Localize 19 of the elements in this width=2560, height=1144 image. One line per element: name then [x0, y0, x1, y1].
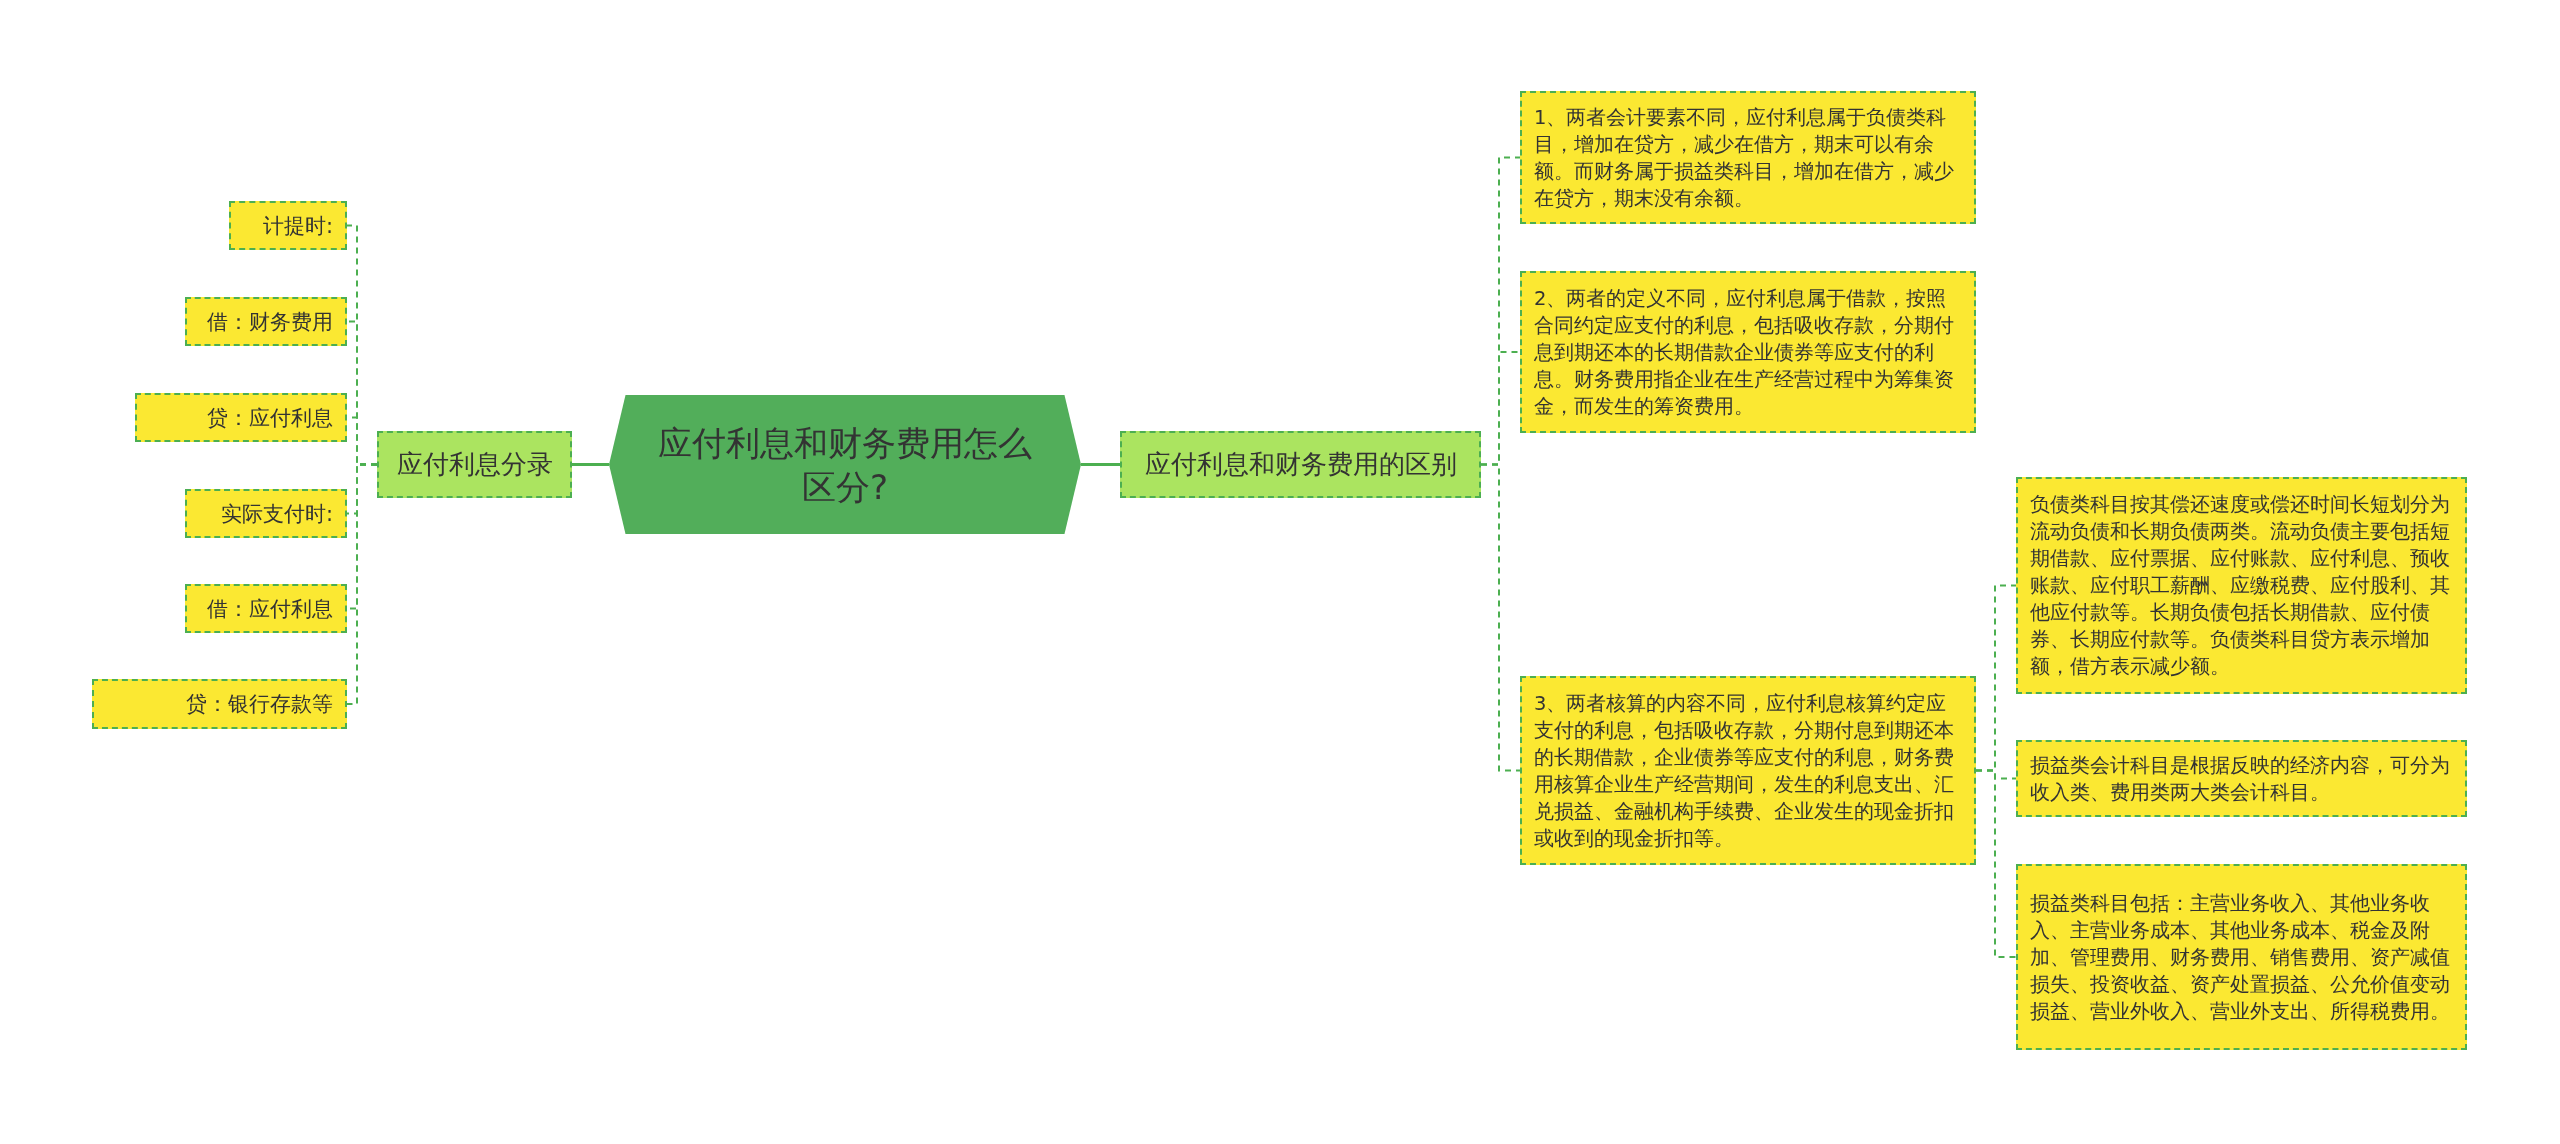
- entry-box: 计提时:: [229, 201, 347, 250]
- topic-box: 应付利息和财务费用的区别: [1120, 431, 1481, 498]
- text-box: 损益类会计科目是根据反映的经济内容，可分为收入类、费用类两大类会计科目。: [2016, 740, 2467, 817]
- connector-line: [1480, 463, 1521, 772]
- entry-box: 借：财务费用: [185, 297, 347, 346]
- connector-line: [572, 463, 609, 466]
- text-box: 负债类科目按其偿还速度或偿还时间长短划分为流动负债和长期负债两类。流动负债主要包括短期借款、应付票据、应付账款、应付利息、预收账款、应付职工薪酬、应缴税费、应付股利、其他应付款等。长期负债包括长期借款、应付债券、长期应付款等。负债类科目贷方表示增加额，借方表示减少额。: [2016, 477, 2467, 694]
- connector-line: [1081, 463, 1120, 466]
- topic-box: 应付利息分录: [377, 431, 572, 498]
- text-box: 3、两者核算的内容不同，应付利息核算约定应支付的利息，包括吸收存款，分期付息到期还本的长期借款，企业债券等应支付的利息，财务费用核算企业生产经营期间，发生的利息支出、汇兑损益、金融机构手续费、企业发生的现金折扣或收到的现金折扣等。: [1520, 676, 1976, 865]
- connector-line: [346, 463, 378, 705]
- text-box: 损益类科目包括：主营业务收入、其他业务收入、主营业务成本、其他业务成本、税金及附加、管理费用、财务费用、销售费用、资产减值损失、投资收益、资产处置损益、公允价值变动损益、营业外收入、营业外支出、所得税费用。: [2016, 864, 2467, 1050]
- connector-line: [1975, 769, 2017, 958]
- entry-box: 贷：银行存款等: [92, 679, 347, 729]
- entry-box: 贷：应付利息: [135, 393, 347, 442]
- text-box: 2、两者的定义不同，应付利息属于借款，按照合同约定应支付的利息，包括吸收存款，分期付息到期还本的长期借款企业债券等应支付的利息。财务费用指企业在生产经营过程中为筹集资金，而发生的筹资费用。: [1520, 271, 1976, 433]
- entry-box: 借：应付利息: [185, 584, 347, 633]
- text-box: 1、两者会计要素不同，应付利息属于负债类科目，增加在贷方，减少在借方，期末可以有余额。而财务属于损益类科目，增加在借方，减少在贷方，期末没有余额。: [1520, 91, 1976, 224]
- entry-box: 实际支付时:: [185, 489, 347, 538]
